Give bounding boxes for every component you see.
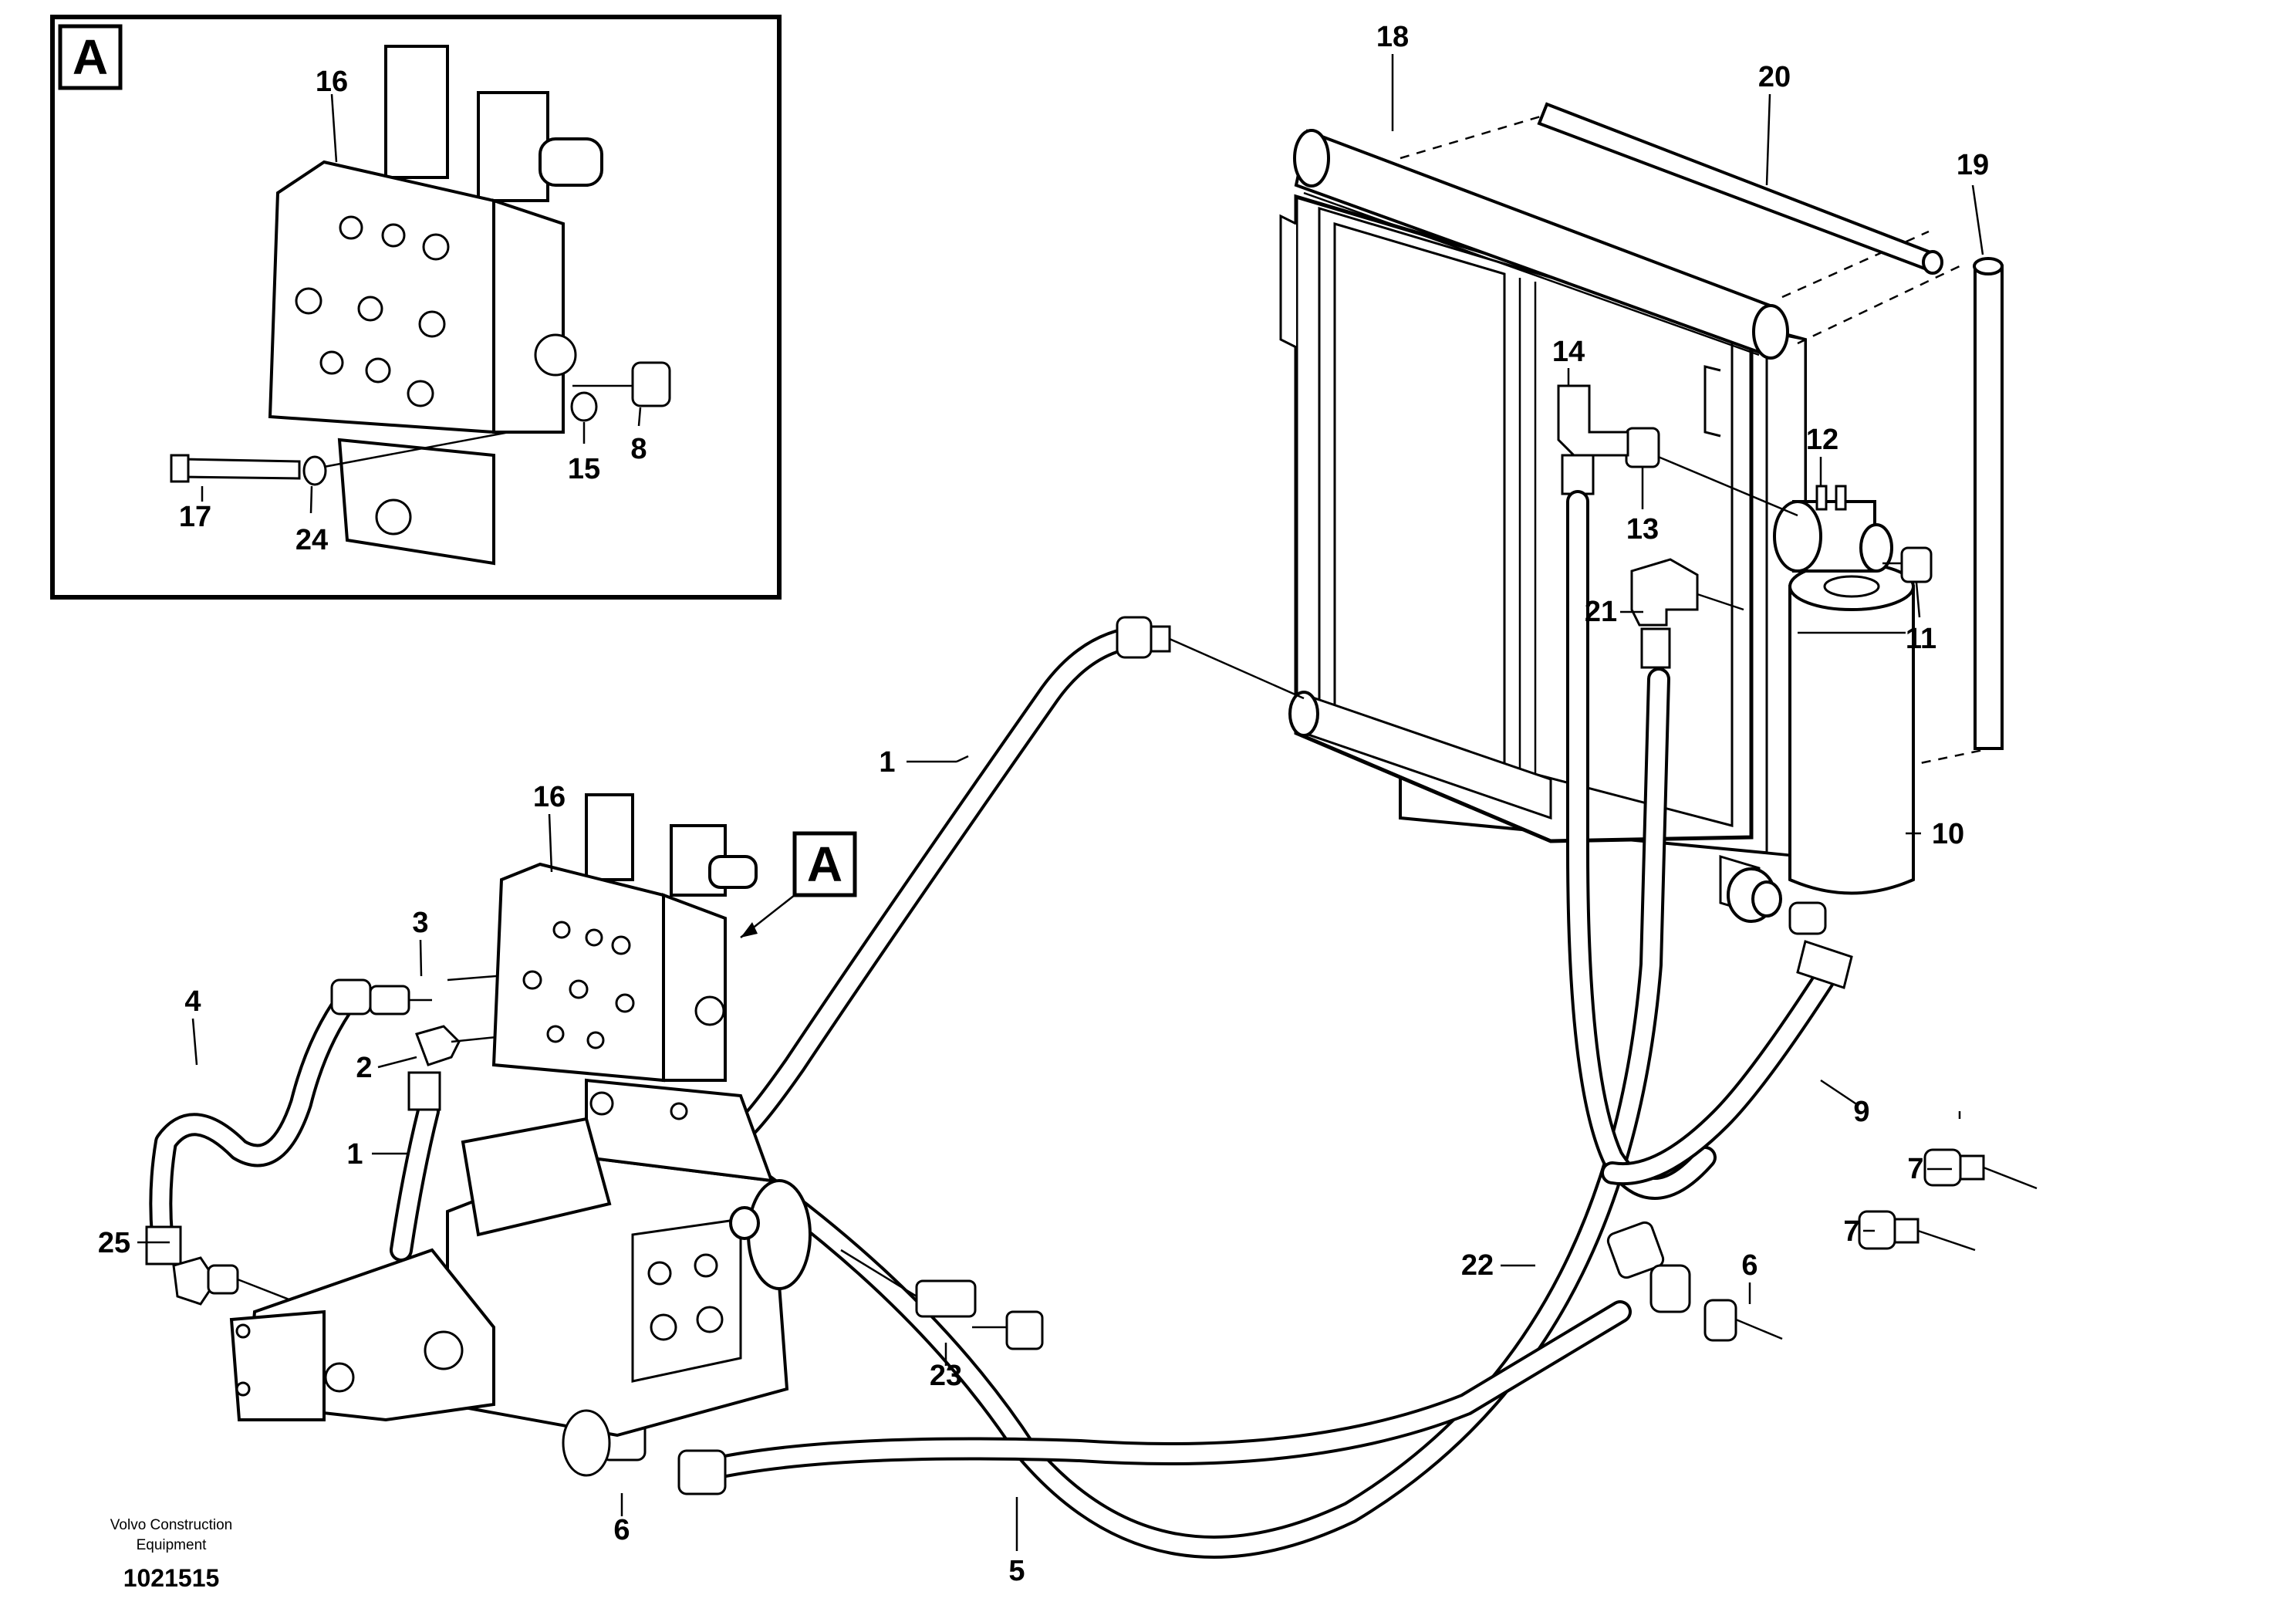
part-label-22: 22 xyxy=(1461,1249,1494,1282)
plug-7b xyxy=(1858,1210,1976,1252)
leader-lines xyxy=(137,54,1984,1551)
company-line-2: Equipment xyxy=(137,1537,208,1553)
inset-washer xyxy=(302,455,327,486)
part-label-24: 24 xyxy=(295,524,328,556)
inset-detail-a: A xyxy=(50,15,782,600)
part-label-1-pump: 1 xyxy=(346,1138,363,1171)
part-label-21: 21 xyxy=(1585,596,1617,628)
inset-plug xyxy=(572,361,671,407)
seal-strip-19 xyxy=(1973,257,2004,750)
part-label-25: 25 xyxy=(98,1227,130,1259)
callout-a: A xyxy=(740,831,857,938)
inset-control-valve xyxy=(268,45,603,566)
footer: Volvo Construction Equipment 1021515 xyxy=(110,1517,232,1592)
fitting-11 xyxy=(1882,546,1933,583)
part-label-3: 3 xyxy=(412,907,428,939)
elbow-21 xyxy=(1630,558,1744,669)
plug-7a xyxy=(1923,1148,2038,1190)
part-label-14: 14 xyxy=(1552,336,1585,368)
part-label-16: 16 xyxy=(316,66,348,98)
part-label-12: 12 xyxy=(1806,424,1838,456)
part-label-15: 15 xyxy=(568,453,600,485)
oil-cooler xyxy=(1279,114,1991,923)
part-label-11: 11 xyxy=(1906,623,1936,655)
pump-assembly xyxy=(229,1078,812,1477)
part-label-13: 13 xyxy=(1626,513,1659,546)
callout-label: A xyxy=(807,836,842,892)
part-label-1-top: 1 xyxy=(879,746,895,779)
part-label-8: 8 xyxy=(630,433,647,465)
figure-number: 1021515 xyxy=(123,1564,220,1592)
elbow-14 xyxy=(1557,384,1629,495)
inset-label: A xyxy=(73,29,108,85)
part-label-7-b: 7 xyxy=(1843,1215,1859,1248)
part-label-2: 2 xyxy=(356,1052,372,1084)
part-label-5: 5 xyxy=(1008,1555,1025,1587)
part-label-4: 4 xyxy=(184,985,201,1018)
inset-bolt xyxy=(170,454,301,483)
filter-head xyxy=(1650,452,1893,573)
company-line-1: Volvo Construction xyxy=(110,1517,232,1533)
part-label-16-main: 16 xyxy=(533,781,566,813)
hoses xyxy=(149,490,1840,1559)
part-label-18: 18 xyxy=(1376,21,1409,53)
part-labels: 18 20 19 14 12 13 11 21 10 1 16 3 4 2 1 … xyxy=(98,21,1989,1587)
part-label-6-pump: 6 xyxy=(613,1514,630,1546)
part-label-17: 17 xyxy=(179,501,211,533)
part-label-9: 9 xyxy=(1853,1096,1869,1128)
part-label-20: 20 xyxy=(1758,61,1791,93)
inset-washer-15 xyxy=(570,391,598,422)
part-label-6-cooler: 6 xyxy=(1741,1249,1757,1282)
filter-cartridge xyxy=(1788,562,1915,895)
part-label-19: 19 xyxy=(1957,149,1989,181)
part-label-10: 10 xyxy=(1932,818,1964,850)
part-label-7-a: 7 xyxy=(1907,1153,1923,1185)
part-label-23: 23 xyxy=(930,1360,962,1392)
control-valve xyxy=(491,793,758,1083)
